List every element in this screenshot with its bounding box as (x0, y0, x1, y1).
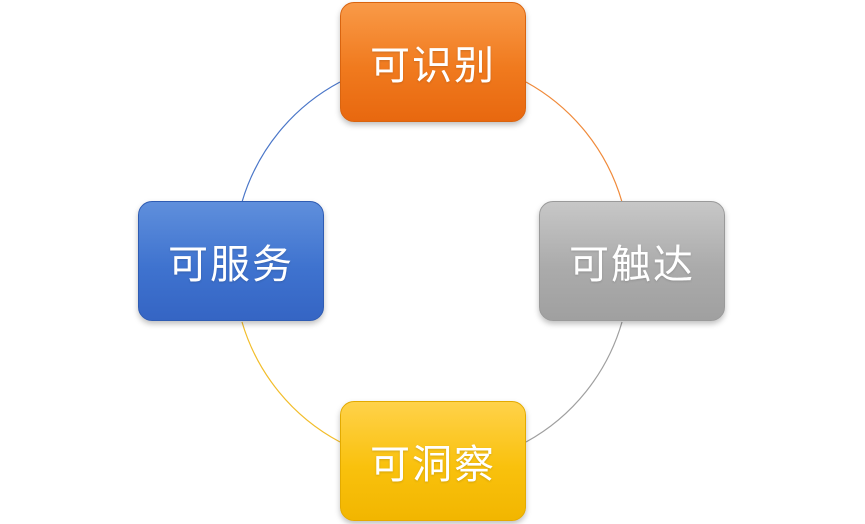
connector-bottom-left (241, 321, 341, 443)
node-identifiable: 可识别 (340, 2, 526, 122)
node-serviceable-label: 可服务 (168, 242, 294, 288)
node-reachable-label: 可触达 (569, 242, 695, 288)
node-insightful: 可洞察 (340, 401, 526, 521)
connector-top-right (525, 81, 623, 203)
node-reachable: 可触达 (539, 201, 725, 321)
connector-right-bottom (525, 321, 623, 443)
node-identifiable-label: 可识别 (370, 43, 496, 89)
node-serviceable: 可服务 (138, 201, 324, 321)
connector-left-top (241, 81, 341, 203)
node-insightful-label: 可洞察 (370, 442, 496, 488)
